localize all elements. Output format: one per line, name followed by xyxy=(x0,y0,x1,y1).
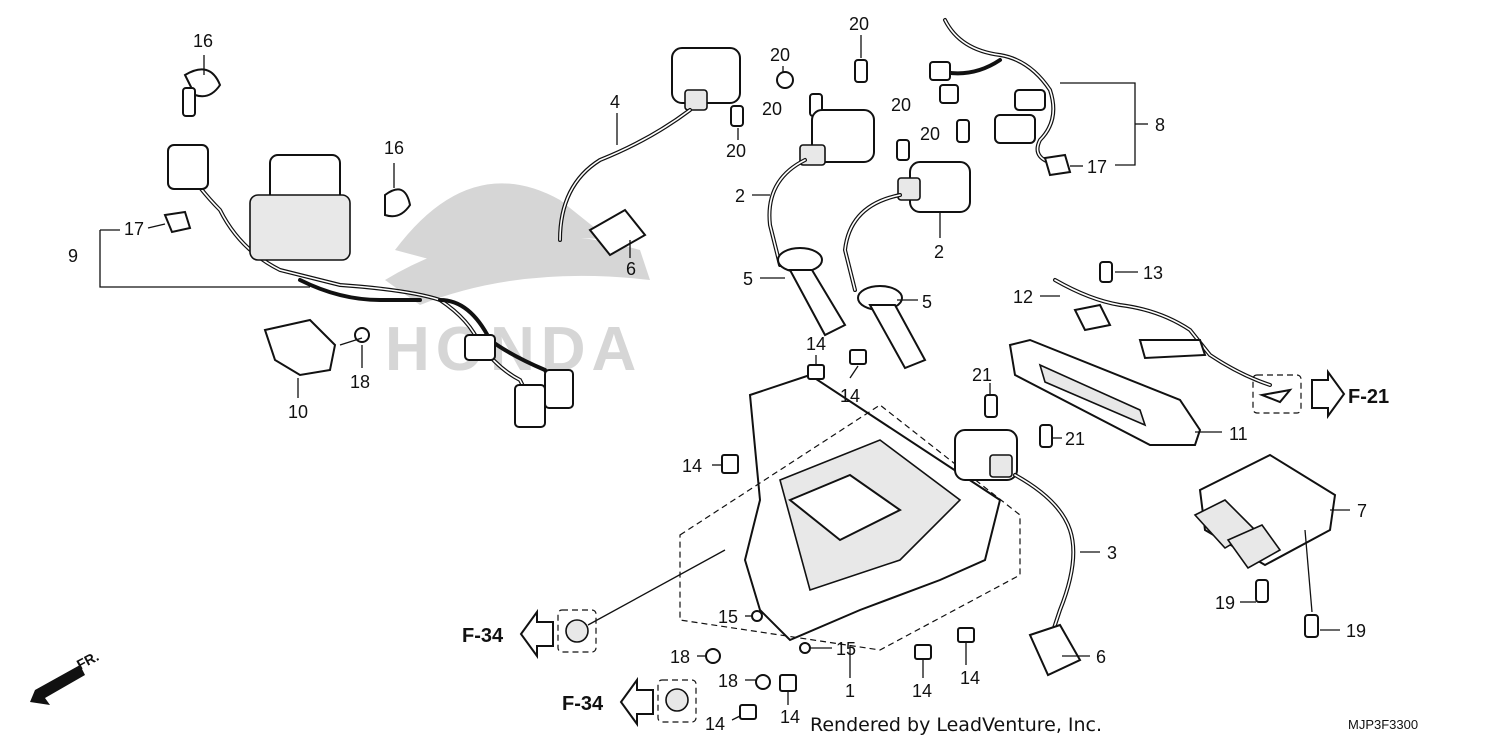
clip-17-left[interactable] xyxy=(163,210,192,234)
wire-clip-16-mid[interactable] xyxy=(384,188,412,218)
callout-21-a[interactable]: 21 xyxy=(972,365,992,385)
callout-2-left[interactable]: 2 xyxy=(735,186,745,206)
ignition-coil-4[interactable] xyxy=(558,47,741,242)
bolt-20-f[interactable] xyxy=(956,119,970,143)
ignition-coil-2-right[interactable] xyxy=(842,161,971,292)
callout-21-b[interactable]: 21 xyxy=(1065,429,1085,449)
callout-15-b[interactable]: 15 xyxy=(836,639,856,659)
callout-20-e[interactable]: 20 xyxy=(891,95,911,115)
callout-13[interactable]: 13 xyxy=(1143,263,1163,283)
nut-15-b[interactable] xyxy=(799,642,811,654)
clip-14-b[interactable] xyxy=(849,349,867,365)
callout-15-a[interactable]: 15 xyxy=(718,607,738,627)
honda-logo-text: HONDA xyxy=(385,315,642,384)
callout-18-c[interactable]: 18 xyxy=(718,671,738,691)
bolt-20-b[interactable] xyxy=(730,105,744,127)
clip-14-c[interactable] xyxy=(721,454,739,474)
bolt-20-e[interactable] xyxy=(896,139,910,161)
clip-14-a[interactable] xyxy=(807,364,825,380)
nut-15-a[interactable] xyxy=(751,610,763,622)
section-ref-f34-b[interactable]: F-34 xyxy=(562,676,654,728)
ecm-module-7[interactable] xyxy=(1193,453,1337,570)
plug-cap-5-right[interactable] xyxy=(857,285,927,370)
clip-17-right[interactable] xyxy=(1043,153,1072,177)
callout-14-b[interactable]: 14 xyxy=(840,386,860,406)
section-ref-f34-a[interactable]: F-34 xyxy=(462,608,554,660)
plug-cap-5-left[interactable] xyxy=(777,247,847,337)
callout-14-d[interactable]: 14 xyxy=(912,681,932,701)
callout-5-left[interactable]: 5 xyxy=(743,269,753,289)
callout-19-a[interactable]: 19 xyxy=(1215,593,1235,613)
callout-1[interactable]: 1 xyxy=(845,681,855,701)
diagram-code: MJP3F3300 xyxy=(1348,717,1418,732)
callout-14-e[interactable]: 14 xyxy=(960,668,980,688)
callout-6-top[interactable]: 6 xyxy=(626,259,636,279)
section-ref-f21-label[interactable]: F-21 xyxy=(1348,386,1389,408)
coil-bracket-1[interactable] xyxy=(743,373,1002,642)
callout-3[interactable]: 3 xyxy=(1107,543,1117,563)
section-ref-f34-b-label[interactable]: F-34 xyxy=(562,693,604,715)
clip-14-d[interactable] xyxy=(914,644,932,660)
clip-14-g[interactable] xyxy=(739,704,757,720)
sub-wire-harness-8[interactable] xyxy=(929,18,1062,167)
callout-20-b[interactable]: 20 xyxy=(762,99,782,119)
ignition-coil-3[interactable] xyxy=(954,429,1076,642)
callout-20-c[interactable]: 20 xyxy=(726,141,746,161)
callout-19-b[interactable]: 19 xyxy=(1346,621,1366,641)
control-unit-11[interactable] xyxy=(1008,338,1202,446)
section-ref-f21[interactable]: F-21 xyxy=(1311,368,1389,420)
bolt-20-a[interactable] xyxy=(776,71,794,89)
callout-2-right[interactable]: 2 xyxy=(934,242,944,262)
grommet-18-a[interactable] xyxy=(705,648,721,664)
callout-8[interactable]: 8 xyxy=(1155,115,1165,135)
callout-10[interactable]: 10 xyxy=(288,402,308,422)
clip-14-f[interactable] xyxy=(779,674,797,692)
bolt-21-a[interactable] xyxy=(984,394,998,418)
callout-17-left[interactable]: 17 xyxy=(124,219,144,239)
callout-20-f[interactable]: 20 xyxy=(920,124,940,144)
callout-14-g[interactable]: 14 xyxy=(705,714,725,734)
honda-watermark-logo: HONDA xyxy=(385,183,650,384)
plug-cap-6-bottom[interactable] xyxy=(1028,623,1082,677)
sub-harness-12[interactable] xyxy=(1053,278,1272,387)
front-direction-arrow: FR. xyxy=(30,648,101,705)
callout-14-a[interactable]: 14 xyxy=(806,334,826,354)
callout-6-bottom[interactable]: 6 xyxy=(1096,647,1106,667)
clip-14-e[interactable] xyxy=(957,627,975,643)
bracket-10[interactable] xyxy=(263,318,337,377)
callout-20-d[interactable]: 20 xyxy=(849,14,869,34)
callout-20-a[interactable]: 20 xyxy=(770,45,790,65)
bolt-21-b[interactable] xyxy=(1039,424,1053,448)
callout-11[interactable]: 11 xyxy=(1229,424,1248,444)
wire-clip-16-top[interactable] xyxy=(182,68,222,117)
bolt-19-b[interactable] xyxy=(1304,614,1319,638)
callout-4[interactable]: 4 xyxy=(610,92,620,112)
callout-18-b[interactable]: 18 xyxy=(670,647,690,667)
callout-16-mid[interactable]: 16 xyxy=(384,138,404,158)
callout-18-top[interactable]: 18 xyxy=(350,372,370,392)
render-credit: Rendered by LeadVenture, Inc. xyxy=(810,714,1102,736)
grommet-18-b[interactable] xyxy=(755,674,771,690)
main-wire-harness[interactable] xyxy=(167,144,574,428)
bolt-19-a[interactable] xyxy=(1255,579,1269,603)
callout-14-c[interactable]: 14 xyxy=(682,456,702,476)
callout-17-right[interactable]: 17 xyxy=(1087,157,1107,177)
callout-14-f[interactable]: 14 xyxy=(780,707,800,727)
callout-7[interactable]: 7 xyxy=(1357,501,1367,521)
bolt-20-d[interactable] xyxy=(854,59,868,83)
callout-12[interactable]: 12 xyxy=(1013,287,1033,307)
callout-16-top[interactable]: 16 xyxy=(193,31,213,51)
section-ref-f34-a-label[interactable]: F-34 xyxy=(462,625,504,647)
callout-5-right[interactable]: 5 xyxy=(922,292,932,312)
plug-cap-6-top[interactable] xyxy=(588,208,647,257)
callout-9[interactable]: 9 xyxy=(68,246,78,266)
bolt-13[interactable] xyxy=(1099,261,1113,283)
ignition-coil-2-left[interactable] xyxy=(767,109,875,267)
